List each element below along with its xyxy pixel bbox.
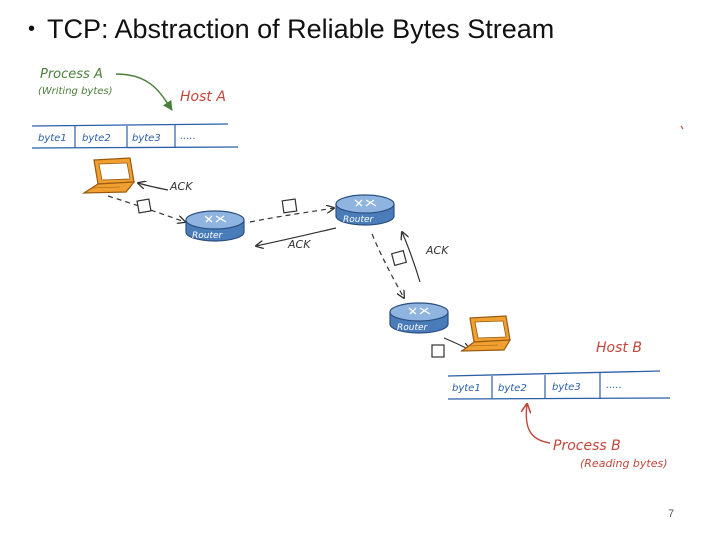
receiver-cell-more: ..... bbox=[606, 380, 622, 391]
sender-byte-stream: byte1 byte2 byte3 ..... bbox=[31, 123, 239, 149]
router-1-label: Router bbox=[192, 231, 224, 241]
router-3-icon: Router bbox=[389, 302, 449, 334]
ack-label-2: ACK bbox=[287, 238, 311, 251]
page-number: 7 bbox=[668, 508, 675, 520]
ack-label-1: ACK bbox=[169, 180, 193, 193]
ack-arrow-2 bbox=[256, 227, 337, 246]
packet-icon bbox=[431, 344, 445, 358]
process-b-annotation: Process B (Reading bytes) bbox=[526, 404, 668, 470]
sender-cell-2: byte2 bbox=[82, 133, 111, 144]
packet-icon bbox=[281, 198, 298, 214]
process-b-arrow bbox=[526, 404, 551, 444]
host-b-label: Host B bbox=[596, 340, 642, 356]
stray-mark bbox=[680, 125, 684, 130]
receiver-cell-3: byte3 bbox=[552, 382, 581, 393]
process-a-label: Process A bbox=[40, 67, 103, 82]
process-b-label: Process B bbox=[553, 438, 621, 454]
process-a-arrow bbox=[115, 73, 173, 111]
process-b-sublabel: (Reading bytes) bbox=[580, 457, 668, 470]
laptop-b-icon bbox=[460, 315, 512, 352]
sender-stream-bottom-line bbox=[31, 146, 239, 149]
laptop-a-icon bbox=[81, 157, 136, 194]
sender-cell-1: byte1 bbox=[38, 133, 67, 144]
router-1-icon: Router bbox=[185, 210, 245, 242]
receiver-cell-2: byte2 bbox=[498, 383, 527, 394]
link-router-2-router-3 bbox=[371, 233, 404, 298]
sender-cell-more: ..... bbox=[180, 131, 196, 142]
sender-stream-top-line bbox=[31, 123, 229, 127]
bullet-icon: • bbox=[28, 18, 36, 40]
receiver-byte-stream: byte1 byte2 byte3 ..... bbox=[447, 370, 671, 400]
router-2-icon: Router bbox=[335, 194, 395, 226]
process-a-annotation: Process A (Writing bytes) bbox=[38, 67, 173, 111]
sender-cell-3: byte3 bbox=[132, 133, 161, 144]
router-3-label: Router bbox=[397, 323, 429, 333]
packet-icon bbox=[390, 249, 408, 267]
receiver-stream-top-line bbox=[447, 370, 661, 377]
slide-title-text: TCP: Abstraction of Reliable Bytes Strea… bbox=[47, 14, 555, 44]
host-a-label: Host A bbox=[180, 89, 226, 105]
ack-arrow-3 bbox=[402, 232, 421, 283]
packet-icon bbox=[136, 198, 152, 214]
ack-label-3: ACK bbox=[425, 244, 449, 257]
receiver-stream-bottom-line bbox=[447, 397, 671, 400]
ack-arrow-1 bbox=[138, 183, 169, 191]
router-2-label: Router bbox=[343, 215, 375, 225]
receiver-cell-1: byte1 bbox=[452, 383, 481, 394]
slide-title: • TCP: Abstraction of Reliable Bytes Stre… bbox=[28, 14, 554, 45]
process-a-sublabel: (Writing bytes) bbox=[38, 86, 113, 97]
